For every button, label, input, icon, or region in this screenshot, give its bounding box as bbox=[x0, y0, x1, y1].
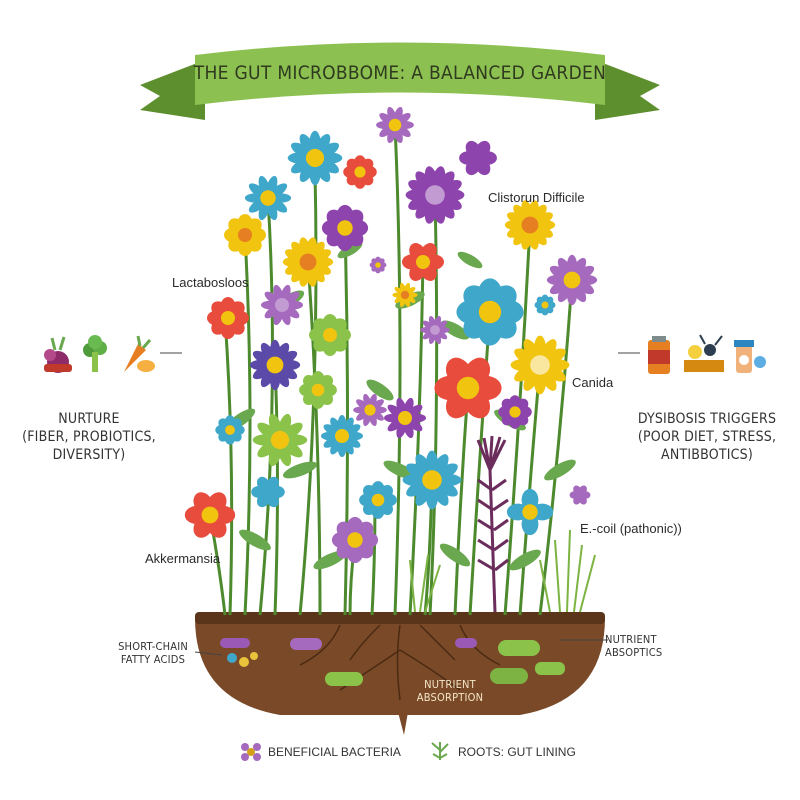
flower bbox=[498, 395, 532, 429]
flower bbox=[384, 397, 426, 439]
flower bbox=[392, 282, 418, 308]
spiky-plant bbox=[476, 435, 509, 613]
flower bbox=[207, 297, 249, 339]
nutrient-right-line-1: NUTRIENT bbox=[605, 633, 657, 646]
flower bbox=[369, 256, 387, 274]
label-lactobacillus: Lactabosloos bbox=[172, 275, 249, 290]
legend-beneficial-icon bbox=[241, 743, 261, 761]
flower bbox=[343, 155, 377, 189]
flower bbox=[434, 357, 502, 419]
nurture-detail-1: (FIBER, PROBIOTICS, bbox=[22, 429, 156, 445]
flower bbox=[309, 314, 351, 356]
leader-lines bbox=[160, 352, 640, 656]
nurture-icons bbox=[44, 335, 155, 373]
flower bbox=[353, 393, 387, 427]
triggers-heading: DYSIBOSIS TRIGGERS bbox=[637, 411, 777, 427]
label-akkermansia: Akkermansia bbox=[145, 551, 221, 566]
flower bbox=[506, 488, 554, 536]
triggers-panel: DYSIBOSIS TRIGGERS (POOR DIET, STRESS, A… bbox=[622, 410, 792, 464]
carrot-icon bbox=[124, 335, 155, 372]
nutrient-right-line-2: ABSOPTICS bbox=[605, 646, 663, 659]
page-title: THE GUT MICROBBOME: A BALANCED GARDEN bbox=[193, 62, 607, 84]
flower bbox=[569, 485, 591, 505]
fast-food-tray-icon bbox=[684, 334, 724, 372]
flower bbox=[534, 294, 556, 316]
flower bbox=[282, 237, 334, 287]
title-banner bbox=[140, 42, 660, 120]
flower bbox=[504, 200, 556, 250]
triggers-detail-2: ANTIBBOTICS) bbox=[661, 447, 753, 463]
legend-beneficial: BENEFICIAL BACTERIA bbox=[268, 745, 401, 759]
pill-bottle-icon bbox=[734, 340, 766, 373]
beet-icon bbox=[44, 336, 72, 373]
flower bbox=[252, 413, 308, 467]
legend-roots: ROOTS: GUT LINING bbox=[458, 745, 576, 759]
nutrient-center-line-2: ABSORPTION bbox=[416, 691, 484, 704]
label-nutrient-right: NUTRIENT ABSOPTICS bbox=[605, 633, 685, 659]
flower bbox=[215, 415, 245, 445]
label-nutrient-center: NUTRIENT ABSORPTION bbox=[405, 678, 495, 704]
flower bbox=[331, 516, 379, 564]
label-clostridium: Clistorun Difficile bbox=[488, 190, 585, 205]
gut-bacteria bbox=[220, 638, 565, 686]
flower bbox=[249, 339, 301, 391]
flower bbox=[402, 450, 462, 510]
nurture-panel: NURTURE (FIBER, PROBIOTICS, DIVERSITY) bbox=[14, 410, 164, 464]
flower bbox=[299, 371, 337, 409]
flower bbox=[251, 476, 285, 508]
nurture-detail-2: DIVERSITY) bbox=[52, 447, 126, 463]
scfa-line-1: SHORT-CHAIN bbox=[118, 640, 188, 653]
flower-group bbox=[184, 106, 598, 564]
soil-bed bbox=[195, 612, 605, 735]
flower bbox=[321, 415, 363, 457]
label-candida: Canida bbox=[572, 375, 614, 390]
flower bbox=[510, 335, 570, 395]
label-ecoli: E.-coil (pathonic)) bbox=[580, 521, 682, 536]
flower bbox=[420, 315, 450, 345]
nurture-heading: NURTURE bbox=[58, 411, 120, 427]
nutrient-center-line-1: NUTRIENT bbox=[424, 678, 476, 691]
flower bbox=[376, 106, 414, 144]
broccoli-icon bbox=[83, 335, 107, 372]
flower bbox=[321, 204, 369, 252]
grass bbox=[409, 529, 596, 613]
flower bbox=[456, 278, 524, 346]
scfa-line-2: FATTY ACIDS bbox=[120, 653, 186, 666]
trigger-icons bbox=[648, 334, 766, 374]
flower bbox=[184, 492, 236, 538]
flower bbox=[244, 175, 292, 221]
label-scfa: SHORT-CHAIN FATTY ACIDS bbox=[108, 640, 198, 666]
flower bbox=[359, 481, 397, 519]
legend-roots-icon bbox=[431, 742, 449, 760]
flower bbox=[224, 214, 266, 256]
junk-food-can-icon bbox=[648, 336, 670, 374]
flower bbox=[459, 140, 497, 176]
flower bbox=[402, 243, 444, 281]
flower bbox=[287, 130, 343, 186]
flower bbox=[261, 284, 303, 326]
flower bbox=[546, 254, 598, 306]
triggers-detail-1: (POOR DIET, STRESS, bbox=[637, 429, 777, 445]
flower bbox=[405, 166, 465, 224]
